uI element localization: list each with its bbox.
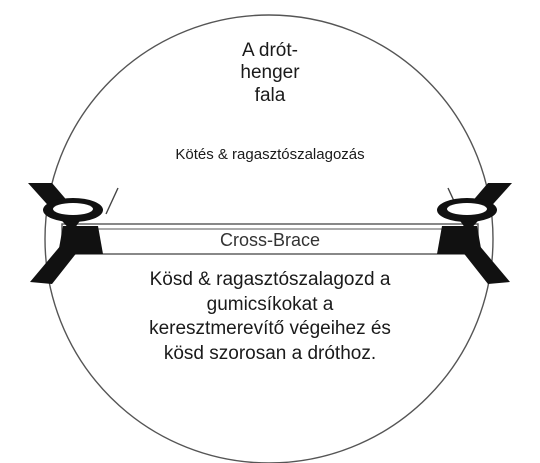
instruction-line: Kösd & ragasztószalagozd a [110,268,430,293]
instruction-line: kösd szorosan a dróthoz. [110,342,430,367]
instruction-line: keresztmerevítő végeihez és [110,317,430,342]
bowtie-knot-icon [28,183,103,284]
tie-guide-line-left [106,188,118,214]
wall-label-line: henger [220,62,320,84]
cylinder-wall-label: A drót- henger fala [220,40,320,107]
tie-label: Kötés & ragasztószalagozás [120,146,420,164]
instruction-text: Kösd & ragasztószalagozd a gumicsíkokat … [110,268,430,367]
bowtie-knot-icon [437,183,512,284]
wall-label-line: A drót- [220,40,320,62]
wall-label-line: fala [220,85,320,107]
instruction-line: gumicsíkokat a [110,293,430,318]
cross-brace-label: Cross-Brace [180,230,360,251]
